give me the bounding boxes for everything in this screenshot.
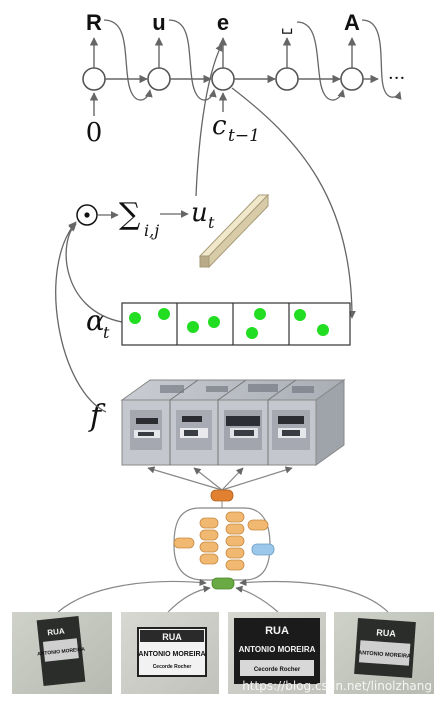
alpha-sub: t xyxy=(103,323,110,342)
f-to-odot-arrow xyxy=(55,221,107,413)
f-label: f xyxy=(88,399,106,434)
rnn-node-3 xyxy=(211,67,235,91)
attention-dot xyxy=(129,312,141,324)
sign-1-line1: RUA xyxy=(47,627,65,638)
output-arrows xyxy=(89,37,357,68)
cnn-bottom-node xyxy=(211,577,235,590)
attention-dot xyxy=(246,327,258,339)
output-label-1: R xyxy=(86,10,102,35)
attention-map xyxy=(121,302,351,346)
sign-1-line2: ANTONIO MOREIRA xyxy=(37,646,86,657)
cnn-units xyxy=(173,511,269,571)
attention-dot xyxy=(254,308,266,320)
output-label-3: e xyxy=(217,10,229,35)
feature-tensor: f xyxy=(55,221,346,491)
input-view-1: RUA ANTONIO MOREIRA xyxy=(12,612,112,694)
attention-dot xyxy=(294,309,306,321)
rnn-node-5 xyxy=(340,67,364,91)
context-vector xyxy=(198,193,270,269)
attention-dot xyxy=(187,321,199,333)
sign-2-line3: Cecorde Rocher xyxy=(153,664,192,670)
sign-2-line2: ANTONIO MOREIRA xyxy=(138,651,205,658)
input-view-3: RUA ANTONIO MOREIRA Cecorde Rocher xyxy=(228,612,326,694)
attention-dot xyxy=(208,316,220,328)
decoder-rnn: R u e ␣ A ··· xyxy=(82,10,405,319)
input-images: RUA ANTONIO MOREIRA RUA ANTONIO MOREIRA … xyxy=(12,612,434,694)
rnn-node-1 xyxy=(82,67,106,91)
sign-4-line2: ANTONIO MOREIRA xyxy=(358,650,411,660)
ut-to-decoder-arrow xyxy=(195,43,223,197)
ut-sub: t xyxy=(208,213,215,232)
attention-dot xyxy=(317,324,329,336)
cnn-to-tensor-arrows xyxy=(147,466,293,491)
cnn-top-node xyxy=(210,489,234,502)
feature-slice-2 xyxy=(176,410,212,450)
images-to-cnn-arrows xyxy=(57,578,389,613)
sign-3-line3: Cecorde Rocher xyxy=(254,667,301,673)
output-label-2: u xyxy=(152,10,165,35)
output-label-5: A xyxy=(344,10,360,35)
sign-3-line2: ANTONIO MOREIRA xyxy=(239,645,316,654)
initial-input: 0 xyxy=(86,118,103,148)
watermark: https://blog.csdn.net/linolzhang xyxy=(242,679,432,693)
attention-dot xyxy=(158,308,170,320)
input-view-2: RUA ANTONIO MOREIRA Cecorde Rocher xyxy=(121,612,219,694)
context-sub: t−1 xyxy=(228,126,260,146)
sum-sub: i,j xyxy=(144,221,159,240)
rnn-node-2 xyxy=(147,67,171,91)
sum-symbol: ∑ xyxy=(119,197,141,232)
feature-slice-1 xyxy=(130,410,162,450)
cnn-blue-unit xyxy=(251,543,275,556)
feedback-arrows xyxy=(103,19,402,101)
sign-3-line1: RUA xyxy=(265,625,289,637)
sign-2-line1: RUA xyxy=(162,632,182,642)
odot-dot xyxy=(84,212,90,218)
alpha-label: α xyxy=(86,304,105,337)
rnn-node-4 xyxy=(275,67,299,91)
ellipsis: ··· xyxy=(388,68,405,89)
feature-slice-4 xyxy=(272,410,310,450)
feature-slice-3 xyxy=(224,410,262,450)
ut-label: u xyxy=(191,198,208,228)
attention-block: ∑ i,j u t α t xyxy=(65,193,351,346)
input-view-4: RUA ANTONIO MOREIRA xyxy=(334,612,434,694)
sign-4-line1: RUA xyxy=(376,627,397,638)
state-to-attention-arrow xyxy=(231,87,356,319)
cnn-block xyxy=(57,489,389,613)
alpha-to-odot-arrow xyxy=(65,223,123,323)
context-label: c xyxy=(212,111,227,141)
output-label-4: ␣ xyxy=(281,15,293,34)
